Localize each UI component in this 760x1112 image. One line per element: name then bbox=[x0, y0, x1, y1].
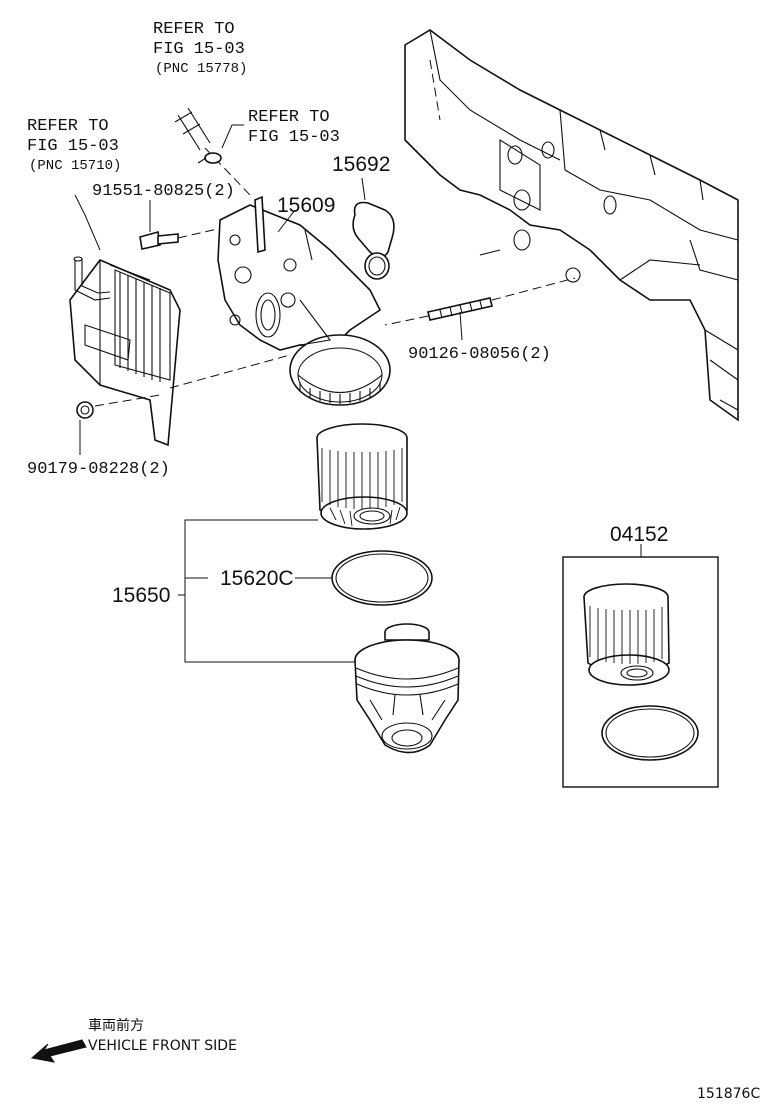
nut-90179 bbox=[76, 354, 291, 455]
svg-text:FIG 15-03: FIG 15-03 bbox=[27, 137, 119, 156]
pipe-upper bbox=[174, 107, 251, 196]
engine-block bbox=[404, 29, 739, 422]
label-vehicle-front-side: VEHICLE FRONT SIDE bbox=[88, 1038, 237, 1054]
label-refer-left: REFER TO FIG 15-03 (PNC 15710) bbox=[27, 117, 121, 174]
svg-text:REFER TO: REFER TO bbox=[248, 108, 330, 127]
gasket-15692 bbox=[352, 177, 395, 280]
label-filter-assy-15650: 15650 bbox=[112, 584, 170, 607]
label-stud-90126: 90126-08056(2) bbox=[408, 345, 551, 364]
svg-text:REFER TO: REFER TO bbox=[153, 20, 235, 39]
oil-filter-housing bbox=[217, 195, 391, 406]
cooler-leader bbox=[74, 194, 101, 251]
label-bolt-91551: 91551-80825(2) bbox=[92, 182, 235, 201]
filter-cap bbox=[354, 623, 460, 754]
svg-text:FIG 15-03: FIG 15-03 bbox=[153, 40, 245, 59]
svg-text:(PNC 15710): (PNC 15710) bbox=[29, 158, 121, 174]
label-gasket-15692: 15692 bbox=[332, 153, 390, 176]
label-refer-mid: REFER TO FIG 15-03 bbox=[221, 108, 340, 149]
stud-90126 bbox=[384, 277, 576, 341]
label-oring-15620C: 15620C bbox=[220, 567, 294, 590]
svg-text:(PNC 15778): (PNC 15778) bbox=[155, 61, 247, 77]
element-kit-box bbox=[562, 544, 719, 788]
hose-clamp bbox=[197, 152, 222, 164]
label-jp-front: 車両前方 bbox=[88, 1017, 144, 1034]
svg-text:FIG 15-03: FIG 15-03 bbox=[248, 128, 340, 147]
oil-cooler bbox=[69, 256, 181, 447]
arrow-left-down-icon bbox=[30, 1039, 87, 1063]
oring-15620C bbox=[331, 550, 433, 606]
label-figure-id: 151876C bbox=[697, 1086, 760, 1102]
label-nut-90179: 90179-08228(2) bbox=[27, 460, 170, 479]
filter-element bbox=[316, 423, 408, 530]
assembly-bracket-15650 bbox=[178, 519, 355, 663]
label-refer-top: REFER TO FIG 15-03 (PNC 15778) bbox=[153, 20, 247, 77]
label-housing-15609: 15609 bbox=[277, 194, 335, 217]
label-element-kit-04152: 04152 bbox=[610, 523, 668, 546]
svg-text:REFER TO: REFER TO bbox=[27, 117, 109, 136]
